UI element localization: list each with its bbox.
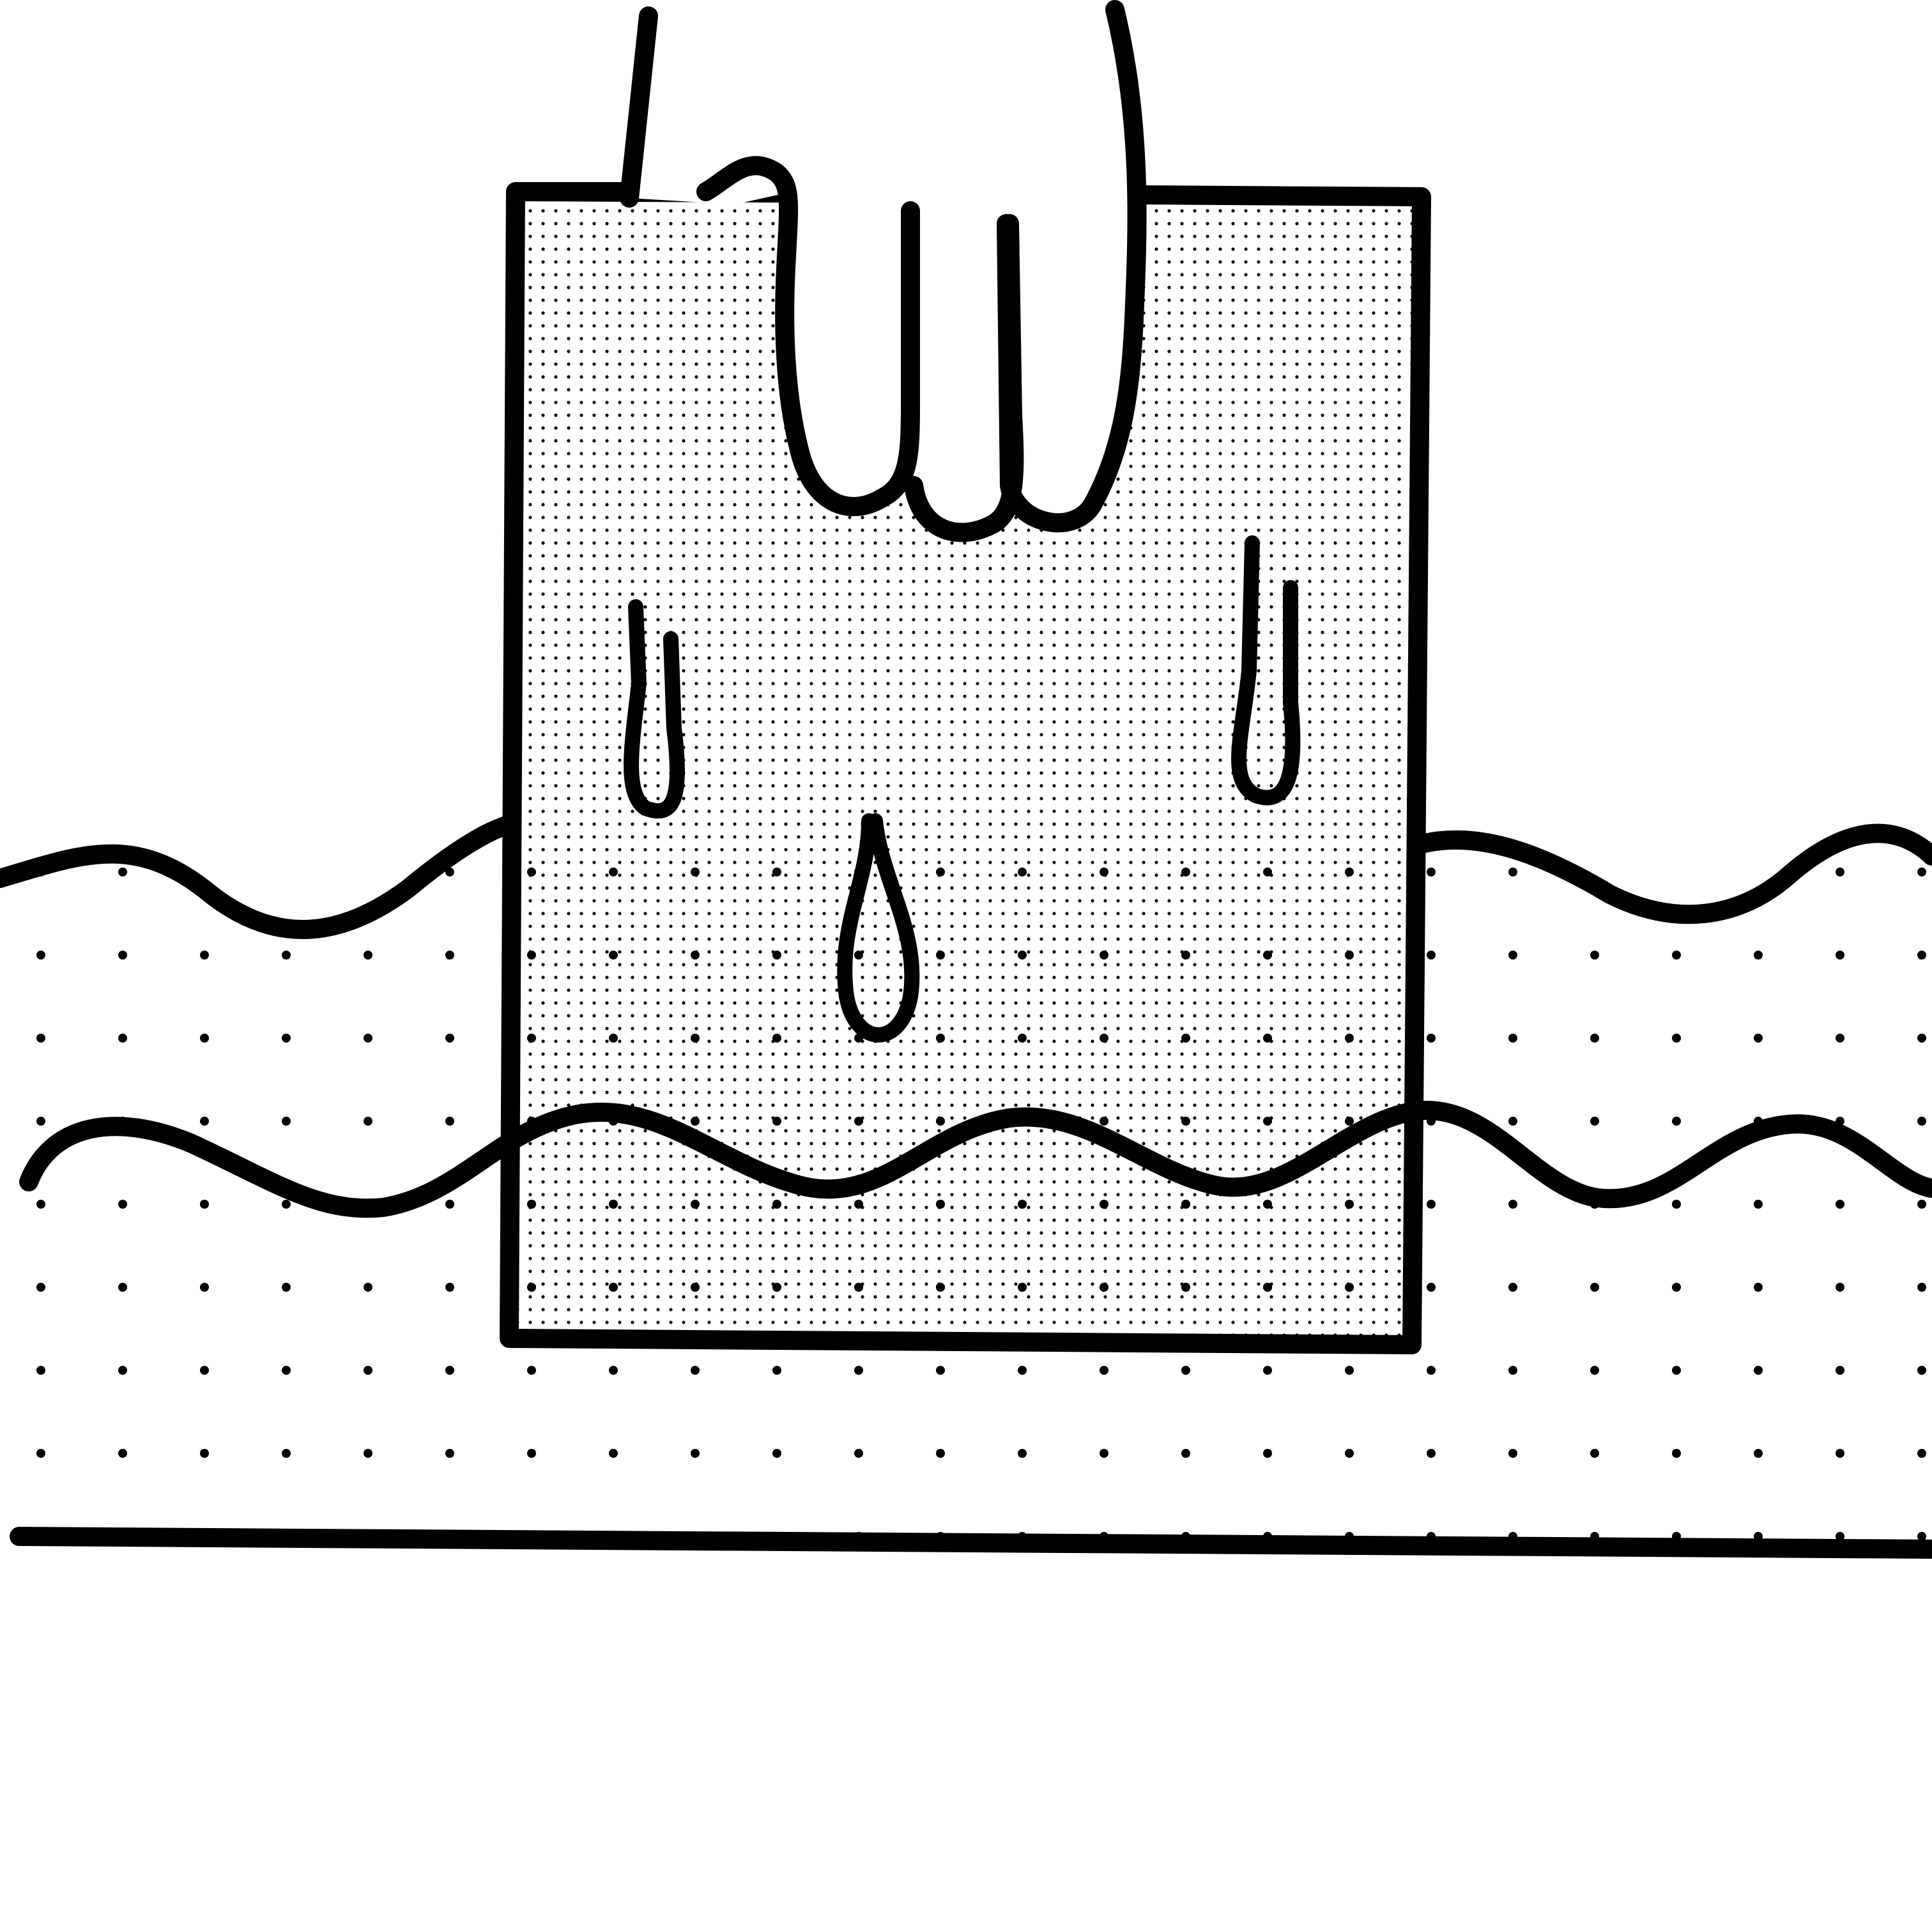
ground-line (19, 1536, 1932, 1549)
